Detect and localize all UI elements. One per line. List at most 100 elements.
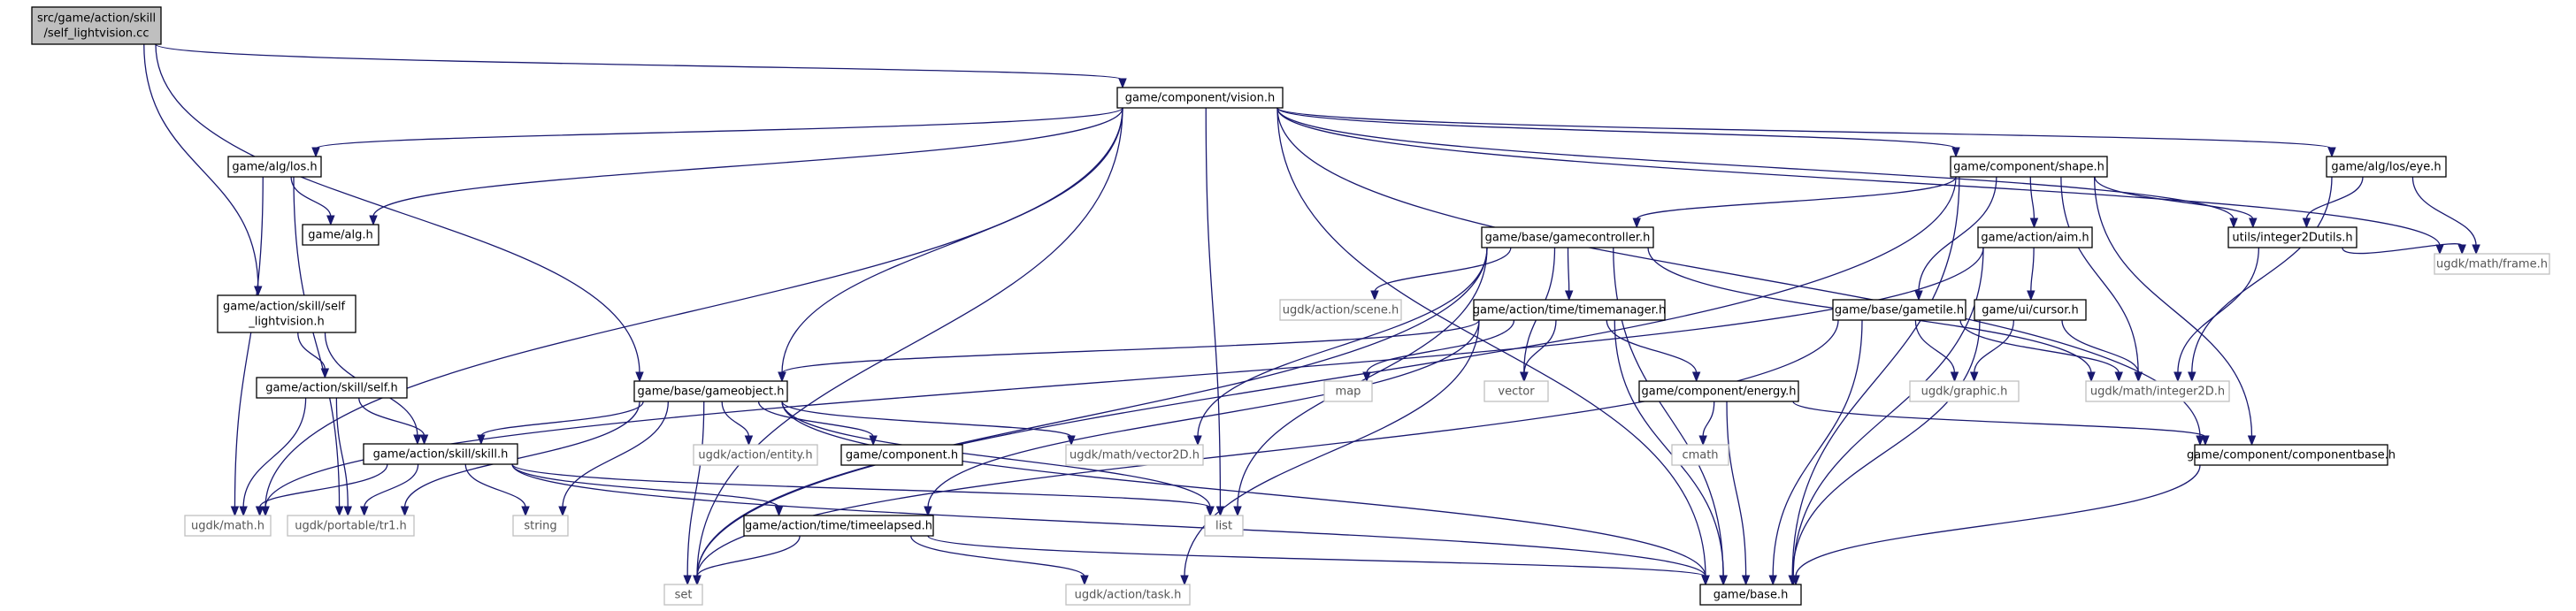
edge-arrowhead [2302,218,2312,229]
node-gameobject-h[interactable]: game/base/gameobject.h [633,380,788,402]
edge-line [1792,247,1984,577]
edge-componentbase_h-to-base_h [1791,464,2201,586]
edge-los_h-to-math_h [230,176,264,517]
edge-line [264,247,1984,508]
edge-arrowhead [1950,371,1959,383]
edge-timemanager_h-to-energy_h [1606,319,1701,383]
edge-arrowhead [419,434,429,446]
edge-gameobject_h-to-string [558,401,670,517]
edge-arrowhead [1206,506,1215,517]
edge-line [464,463,526,508]
edge-line [2061,319,2140,374]
edge-aim_h-to-cursor_h [2027,247,2036,302]
edge-cursor_h-to-integer2D_h [2061,319,2143,383]
edge-line [1366,319,1515,374]
node-box [184,515,272,537]
node-label: ugdk/math.h [191,520,264,533]
edge-line [1523,319,1557,374]
node-list: list [1204,515,1244,537]
edge-arrowhead [2029,218,2039,229]
node-label: map [1336,386,1361,399]
edge-arrowhead [635,371,644,383]
node-label: game/action/skill/skill.h [373,448,509,462]
edge-line [1606,319,1698,374]
edge-line [242,397,307,508]
node-math-h: ugdk/math.h [184,515,272,537]
node-component-h[interactable]: game/component.h [840,444,963,466]
edge-eye_h-to-integer2Dutils_h [2302,176,2364,229]
edge-arrowhead [255,506,264,517]
edge-line [1374,247,1512,293]
node-label: cmath [1682,449,1718,462]
node-gamecontroller-h[interactable]: game/base/gamecontroller.h [1481,226,1654,248]
node-entity-h: ugdk/action/entity.h [693,444,818,466]
node-skill-h[interactable]: game/action/skill/skill.h [363,443,518,465]
node-integer2Dutils-h[interactable]: utils/integer2Dutils.h [2227,226,2358,248]
node-shape-h[interactable]: game/component/shape.h [1950,156,2108,178]
node-vision-h[interactable]: game/component/vision.h [1116,87,1284,109]
node-label: game/alg/los/eye.h [2331,161,2441,174]
node-timeelapsed-h[interactable]: game/action/time/timeelapsed.h [743,515,934,537]
node-self-lightvision-cc[interactable]: src/game/action/skill/self_lightvision.c… [31,6,162,45]
edge-arrowhead [558,506,567,517]
edge-line [258,463,388,508]
node-box [217,294,356,333]
edge-arrowhead [1180,575,1189,586]
edge-line [511,463,1211,508]
node-label: game/base/gameobject.h [638,386,785,399]
edge-arrowhead [1951,147,1960,158]
node-box [227,156,322,178]
edge-line [2029,176,2036,220]
node-label: game/action/aim.h [1981,232,2089,245]
node-frame-h: ugdk/math/frame.h [2434,253,2550,275]
edge-line [155,43,1123,80]
node-self-lightvision-h[interactable]: game/action/skill/self_lightvision.h [217,294,356,333]
edge-arrowhead [1691,371,1701,383]
node-box [1473,299,1666,321]
node-eye-h[interactable]: game/alg/los/eye.h [2326,156,2447,178]
edge-gamecontroller_h-to-base_h [1613,247,1728,586]
node-componentbase-h[interactable]: game/component/componentbase.h [2187,444,2396,466]
edge-arrowhead [369,215,378,226]
node-box [1481,226,1654,248]
edge-arrowhead [1564,290,1574,302]
edge-arrowhead [1362,371,1371,383]
edge-line [234,176,264,508]
edge-arrowhead [2472,244,2480,256]
edge-skill_h-to-list [511,463,1215,517]
node-cursor-h[interactable]: game/ui/cursor.h [1974,299,2087,321]
edge-line [1792,401,2206,438]
node-self-h[interactable]: game/action/skill/self.h [256,377,408,399]
edge-arrowhead [326,215,335,226]
edge-energy_h-to-base_h [1726,401,1751,586]
edge-arrowhead [1914,290,1923,302]
edge-self_h-to-skill_h [358,397,429,446]
edge-arrowhead [2229,218,2238,229]
node-aim-h[interactable]: game/action/aim.h [1977,226,2093,248]
edge-line [2093,176,2253,438]
edge-arrowhead [1067,435,1076,447]
node-label: game/component/vision.h [1125,92,1275,105]
node-label: src/game/action/skill [37,12,156,26]
edge-gamecontroller_h-to-vector2D_h [1193,247,1488,447]
node-vector: vector [1484,380,1549,402]
edge-arrowhead [1520,371,1529,383]
node-gametile-h[interactable]: game/base/gametile.h [1832,299,1966,321]
node-los-h[interactable]: game/alg/los.h [227,156,322,178]
node-base-h[interactable]: game/base.h [1699,584,1802,606]
node-box [31,6,162,45]
node-label: game/ui/cursor.h [1982,304,2078,317]
edge-gametile_h-to-graphic_h [1914,319,1959,383]
edge-self_h-to-portable_tr1_h [335,397,353,517]
edge-timemanager_h-to-timeelapsed_h [924,319,1480,517]
edge-line [927,535,1706,577]
edge-arrowhead [2188,371,2196,383]
edge-line [1791,176,1960,577]
edge-arrowhead [320,368,330,379]
node-timemanager-h[interactable]: game/action/time/timemanager.h [1473,299,1666,321]
node-label: game/alg.h [308,229,372,242]
edge-line [293,176,341,508]
node-energy-h[interactable]: game/component/energy.h [1638,380,1799,402]
node-alg-h[interactable]: game/alg.h [302,224,380,246]
